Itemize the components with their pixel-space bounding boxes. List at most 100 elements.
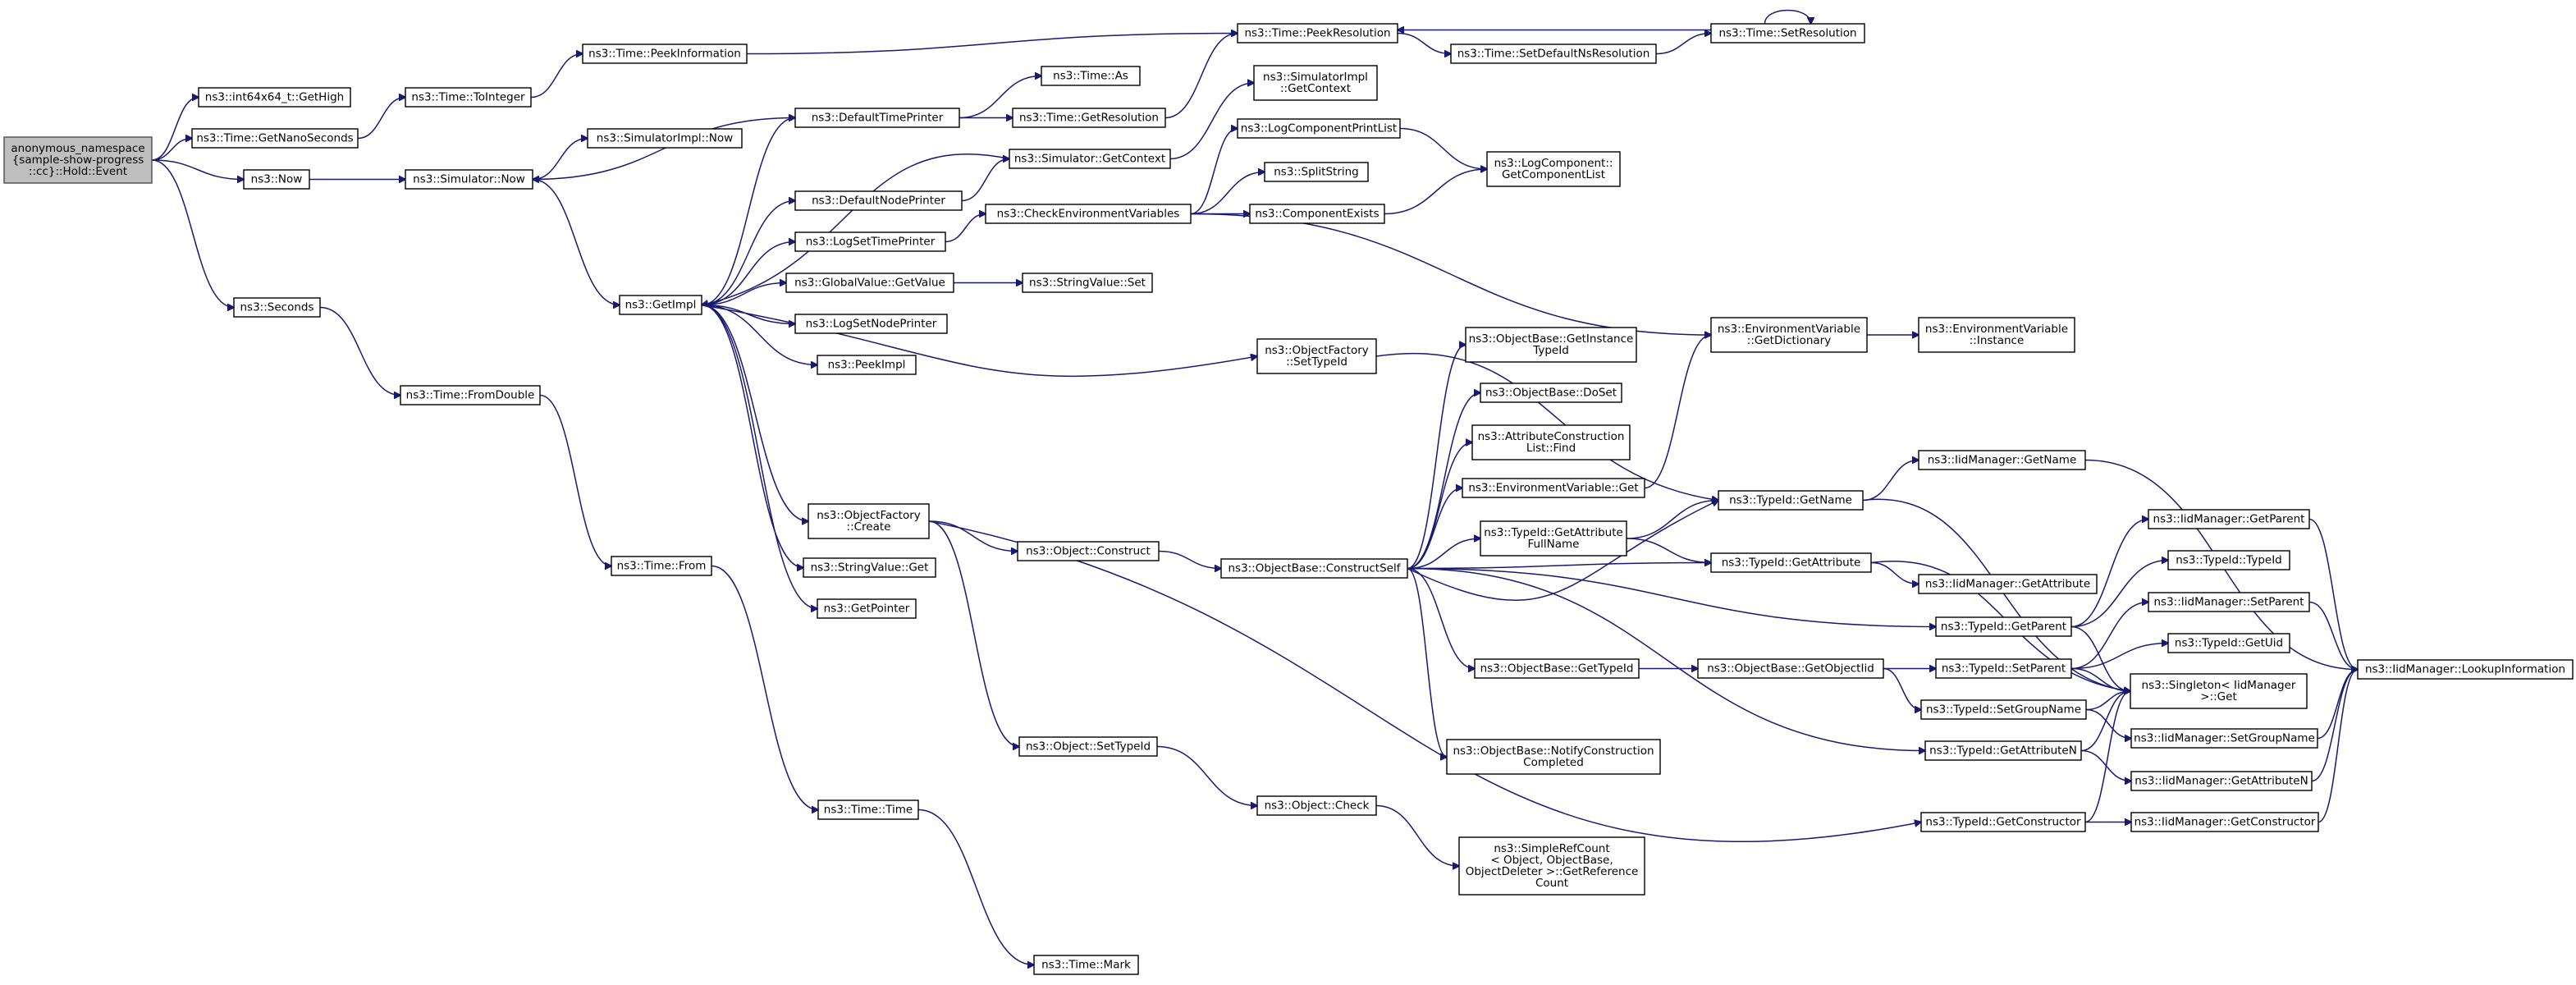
graph-node-setDefaultNsResolution[interactable]: ns3::Time::SetDefaultNsResolution (1450, 44, 1657, 64)
graph-node-getPointer[interactable]: ns3::GetPointer (817, 598, 917, 619)
graph-node-doSet[interactable]: ns3::ObjectBase::DoSet (1480, 383, 1622, 403)
call-edge-root-to-getNanoSeconds (151, 139, 192, 161)
graph-node-simulatorNow[interactable]: ns3::Simulator::Now (405, 169, 533, 190)
graph-node-defaultNodePrinter[interactable]: ns3::DefaultNodePrinter (794, 190, 963, 211)
graph-node-simulatorImplNow[interactable]: ns3::SimulatorImpl::Now (587, 128, 743, 149)
graph-node-objectBaseConstructSelf[interactable]: ns3::ObjectBase::ConstructSelf (1220, 558, 1408, 579)
graph-node-toInteger[interactable]: ns3::Time::ToInteger (405, 87, 532, 108)
node-box (2130, 812, 2319, 832)
graph-node-globalValueGetValue[interactable]: ns3::GlobalValue::GetValue (785, 273, 954, 293)
graph-node-objectSetTypeId[interactable]: ns3::Object::SetTypeId (1018, 736, 1158, 757)
node-label-line: ns3::TypeId::GetConstructor (1925, 816, 2081, 829)
graph-node-iidGetParent[interactable]: ns3::IidManager::GetParent (2148, 509, 2310, 529)
call-edge-logComponentPrintList-to-getComponentList (1399, 127, 1487, 170)
graph-node-getNanoSeconds[interactable]: ns3::Time::GetNanoSeconds (191, 128, 359, 149)
graph-node-envVarGetDictionary[interactable]: ns3::EnvironmentVariable::GetDictionary (1710, 317, 1868, 353)
graph-node-peekInformation[interactable]: ns3::Time::PeekInformation (582, 44, 748, 64)
graph-node-fromDouble[interactable]: ns3::Time::FromDouble (400, 385, 541, 405)
graph-node-componentExists[interactable]: ns3::ComponentExists (1249, 204, 1385, 224)
graph-node-envVarInstance[interactable]: ns3::EnvironmentVariable::Instance (1918, 317, 2075, 353)
node-box (985, 204, 1192, 224)
graph-node-getComponentList[interactable]: ns3::LogComponent::GetComponentList (1486, 151, 1621, 187)
node-label-line: ns3::ObjectBase::ConstructSelf (1229, 562, 1402, 575)
graph-node-peekResolution[interactable]: ns3::Time::PeekResolution (1237, 23, 1398, 44)
graph-node-typeIdGetConstructor[interactable]: ns3::TypeId::GetConstructor (1920, 812, 2086, 832)
graph-node-typeIdGetParent[interactable]: ns3::TypeId::GetParent (1935, 616, 2072, 637)
graph-node-stringValueSet[interactable]: ns3::StringValue::Set (1022, 273, 1153, 293)
node-label-line: ns3::Time::PeekInformation (588, 48, 741, 61)
graph-node-splitString[interactable]: ns3::SplitString (1264, 162, 1369, 182)
node-label-line: ns3::TypeId::SetParent (1942, 662, 2066, 676)
graph-node-iidSetGroupName[interactable]: ns3::IidManager::SetGroupName (2130, 728, 2318, 749)
node-label-line: ns3::IidManager::SetParent (2154, 596, 2304, 609)
graph-node-setResolution[interactable]: ns3::Time::SetResolution (1710, 23, 1865, 44)
call-edge-fromDouble-to-timeFrom (539, 394, 611, 566)
graph-node-notifyConstructionCompleted[interactable]: ns3::ObjectBase::NotifyConstructionCompl… (1446, 739, 1661, 775)
graph-node-iidGetConstructor[interactable]: ns3::IidManager::GetConstructor (2130, 812, 2319, 832)
node-box (794, 190, 963, 211)
graph-node-iidGetAttributeN[interactable]: ns3::IidManager::GetAttributeN (2130, 771, 2313, 791)
graph-node-iidSetParent[interactable]: ns3::IidManager::SetParent (2148, 592, 2310, 612)
call-edge-defaultNodePrinter-to-simulatorGetContext (961, 159, 1009, 202)
graph-node-typeIdSetGroupName[interactable]: ns3::TypeId::SetGroupName (1920, 699, 2087, 720)
graph-node-logComponentPrintList[interactable]: ns3::LogComponentPrintList (1237, 118, 1401, 139)
graph-node-typeIdGetUid[interactable]: ns3::TypeId::GetUid (2167, 633, 2290, 653)
graph-node-typeIdGetAttributeN[interactable]: ns3::TypeId::GetAttributeN (1924, 740, 2082, 761)
call-edge-root-to-getHigh (151, 98, 199, 161)
graph-node-objectFactoryCreate[interactable]: ns3::ObjectFactory::Create (808, 503, 930, 539)
graph-node-envVarGet[interactable]: ns3::EnvironmentVariable::Get (1462, 478, 1645, 498)
node-box (587, 128, 743, 149)
node-box (808, 503, 930, 539)
graph-node-iidLookupInformation[interactable]: ns3::IidManager::LookupInformation (2357, 659, 2574, 680)
graph-node-defaultTimePrinter[interactable]: ns3::DefaultTimePrinter (794, 108, 960, 128)
graph-node-getResolution[interactable]: ns3::Time::GetResolution (1012, 108, 1166, 128)
call-edge-getAttributeFullName-to-typeIdGetName (1626, 501, 1718, 539)
graph-node-now[interactable]: ns3::Now (243, 169, 310, 190)
call-edge-getAttributeFullName-to-typeIdGetAttribute (1626, 538, 1711, 563)
graph-node-stringValueGet[interactable]: ns3::StringValue::Get (803, 557, 936, 578)
graph-node-peekImpl[interactable]: ns3::PeekImpl (817, 355, 917, 375)
node-box (1237, 118, 1401, 139)
graph-node-objectConstruct[interactable]: ns3::Object::Construct (1017, 541, 1160, 561)
graph-node-timeTime[interactable]: ns3::Time::Time (817, 799, 919, 820)
call-edge-simulatorGetContext-to-simulatorImplGetContext (1169, 83, 1254, 160)
node-label-line: ns3::SimpleRefCount (1494, 842, 1609, 855)
node-box (785, 273, 954, 293)
graph-node-objectFactorySetTypeId[interactable]: ns3::ObjectFactory::SetTypeId (1256, 338, 1377, 374)
graph-node-timeFrom[interactable]: ns3::Time::From (611, 556, 712, 576)
graph-node-getHigh[interactable]: ns3::int64x64_t::GetHigh (198, 87, 351, 108)
call-edge-simulatorNow-to-simulatorImplNow (532, 139, 588, 181)
call-edge-objectBaseGetObjectIid-to-typeIdSetGroupName (1883, 667, 1921, 710)
graph-node-logSetTimePrinter[interactable]: ns3::LogSetTimePrinter (794, 231, 946, 252)
graph-node-typeIdSetParent[interactable]: ns3::TypeId::SetParent (1935, 658, 2072, 679)
graph-node-simulatorImplGetContext[interactable]: ns3::SimulatorImpl::GetContext (1253, 65, 1378, 101)
call-edge-typeIdGetAttributeN-to-singletonGet (2080, 691, 2130, 752)
graph-node-simpleRefCount[interactable]: ns3::SimpleRefCount< Object, ObjectBase,… (1458, 836, 1645, 896)
graph-node-timeAs[interactable]: ns3::Time::As (1041, 66, 1141, 86)
node-label-line: ns3::ObjectBase::DoSet (1485, 387, 1617, 400)
node-label-line: < Object, ObjectBase, (1490, 854, 1613, 867)
graph-node-simulatorGetContext[interactable]: ns3::Simulator::GetContext (1009, 149, 1171, 169)
graph-node-getImpl[interactable]: ns3::GetImpl (619, 295, 702, 315)
graph-node-objectBaseGetObjectIid[interactable]: ns3::ObjectBase::GetObjectIid (1697, 658, 1884, 679)
graph-node-timeMark[interactable]: ns3::Time::Mark (1033, 955, 1139, 975)
graph-node-seconds[interactable]: ns3::Seconds (233, 297, 321, 318)
graph-node-singletonGet[interactable]: ns3::Singleton< IidManager >::Get (2130, 673, 2308, 709)
graph-node-iidGetName[interactable]: ns3::IidManager::GetName (1918, 450, 2086, 470)
graph-node-root[interactable]: anonymous_namespace{sample-show-progress… (3, 136, 153, 184)
graph-node-typeIdGetName[interactable]: ns3::TypeId::GetName (1718, 490, 1864, 511)
graph-node-objectCheck[interactable]: ns3::Object::Check (1256, 795, 1377, 816)
graph-node-logSetNodePrinter[interactable]: ns3::LogSetNodePrinter (794, 314, 948, 334)
graph-node-typeIdGetAttribute[interactable]: ns3::TypeId::GetAttribute (1710, 552, 1872, 573)
graph-node-typeIdTypeId[interactable]: ns3::TypeId::TypeId (2167, 550, 2290, 570)
graph-node-checkEnvVars[interactable]: ns3::CheckEnvironmentVariables (985, 204, 1192, 224)
call-edge-iidSetParent-to-iidLookupInformation (2308, 601, 2358, 670)
node-box (243, 169, 310, 190)
node-label-line: ns3::ObjectBase::NotifyConstruction (1453, 744, 1654, 758)
graph-node-objectBaseGetTypeId[interactable]: ns3::ObjectBase::GetTypeId (1474, 658, 1640, 679)
graph-node-iidGetAttribute[interactable]: ns3::IidManager::GetAttribute (1918, 574, 2098, 594)
